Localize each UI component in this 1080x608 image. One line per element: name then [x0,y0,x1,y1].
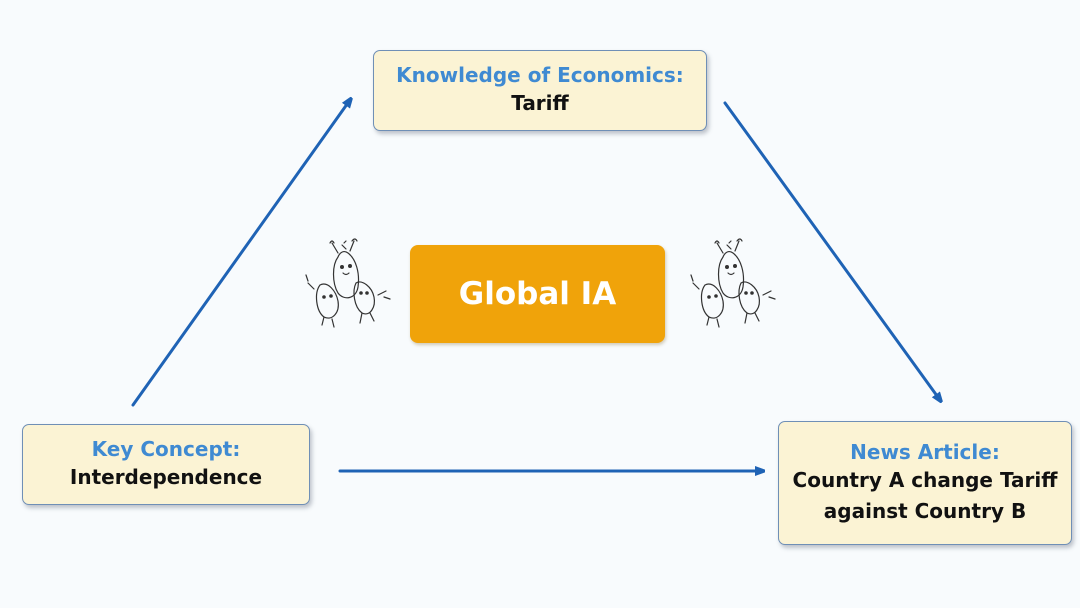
node-body: Interdependence [69,465,263,489]
node-heading: News Article: [850,440,1000,464]
node-knowledge-of-economics: Knowledge of Economics: Tariff [373,50,707,131]
node-body: Tariff [511,91,569,115]
cheering-beans-doodle-left [305,238,391,328]
node-key-concept: Key Concept: Interdependence [22,424,310,505]
node-heading: Knowledge of Economics: [396,63,684,87]
node-body-line-2: against Country B [823,499,1027,523]
node-heading: Key Concept: [91,437,241,461]
arrow-left-to-top [131,100,350,407]
node-news-article: News Article: Country A change Tariff ag… [778,421,1072,545]
cheering-beans-doodle-right [690,238,776,328]
node-body-line-1: Country A change Tariff [792,468,1058,492]
center-label: Global IA [458,276,617,312]
center-label-box: Global IA [410,245,665,343]
arrow-top-to-right [723,101,940,400]
